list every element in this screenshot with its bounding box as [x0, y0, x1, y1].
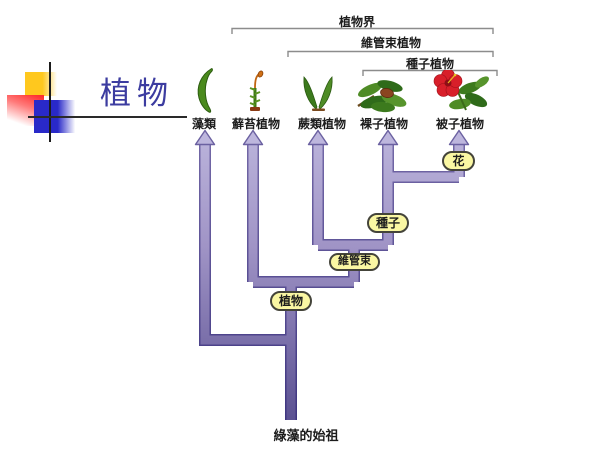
- deco-yellow-square: [25, 72, 57, 96]
- angiosperm-image: [433, 70, 489, 111]
- moss-image: [249, 70, 264, 111]
- arrowhead-angiosperm: [448, 129, 470, 146]
- deco-horizontal-line: [28, 116, 187, 118]
- root-ancestor-label: 綠藻的始祖: [273, 428, 339, 443]
- trait-node-seed: 種子: [367, 213, 409, 233]
- trait-node-plant: 植物: [270, 291, 312, 311]
- group-brackets: [231, 27, 498, 76]
- algae-image: [197, 68, 213, 113]
- arrowhead-fern: [307, 129, 329, 146]
- taxon-label-angiosperm: 被子植物: [435, 117, 485, 131]
- bracket-label-seed-plants: 種子植物: [405, 57, 455, 71]
- arrowhead-gymnosperm: [377, 129, 399, 146]
- deco-vertical-line: [49, 62, 51, 142]
- taxon-label-gymnosperm: 裸子植物: [359, 117, 409, 131]
- gymnosperm-image: [357, 80, 407, 113]
- taxon-label-moss: 蘚苔植物: [231, 117, 281, 131]
- slide-title: 植物: [100, 76, 174, 111]
- bracket-label-plant-kingdom: 植物界: [338, 15, 376, 29]
- fern-image: [303, 76, 333, 111]
- trait-node-flower: 花: [442, 151, 475, 171]
- taxon-label-algae: 藻類: [191, 117, 217, 131]
- arrowhead-algae: [194, 129, 216, 146]
- arrowhead-moss: [242, 129, 264, 146]
- tree-branch-fill: [200, 142, 464, 420]
- bracket-label-vascular-plants: 維管束植物: [360, 36, 422, 50]
- trait-node-vascular-bundle: 維管束: [329, 253, 380, 271]
- branch-arrowheads: [194, 129, 470, 146]
- taxon-label-fern: 蕨類植物: [297, 117, 347, 131]
